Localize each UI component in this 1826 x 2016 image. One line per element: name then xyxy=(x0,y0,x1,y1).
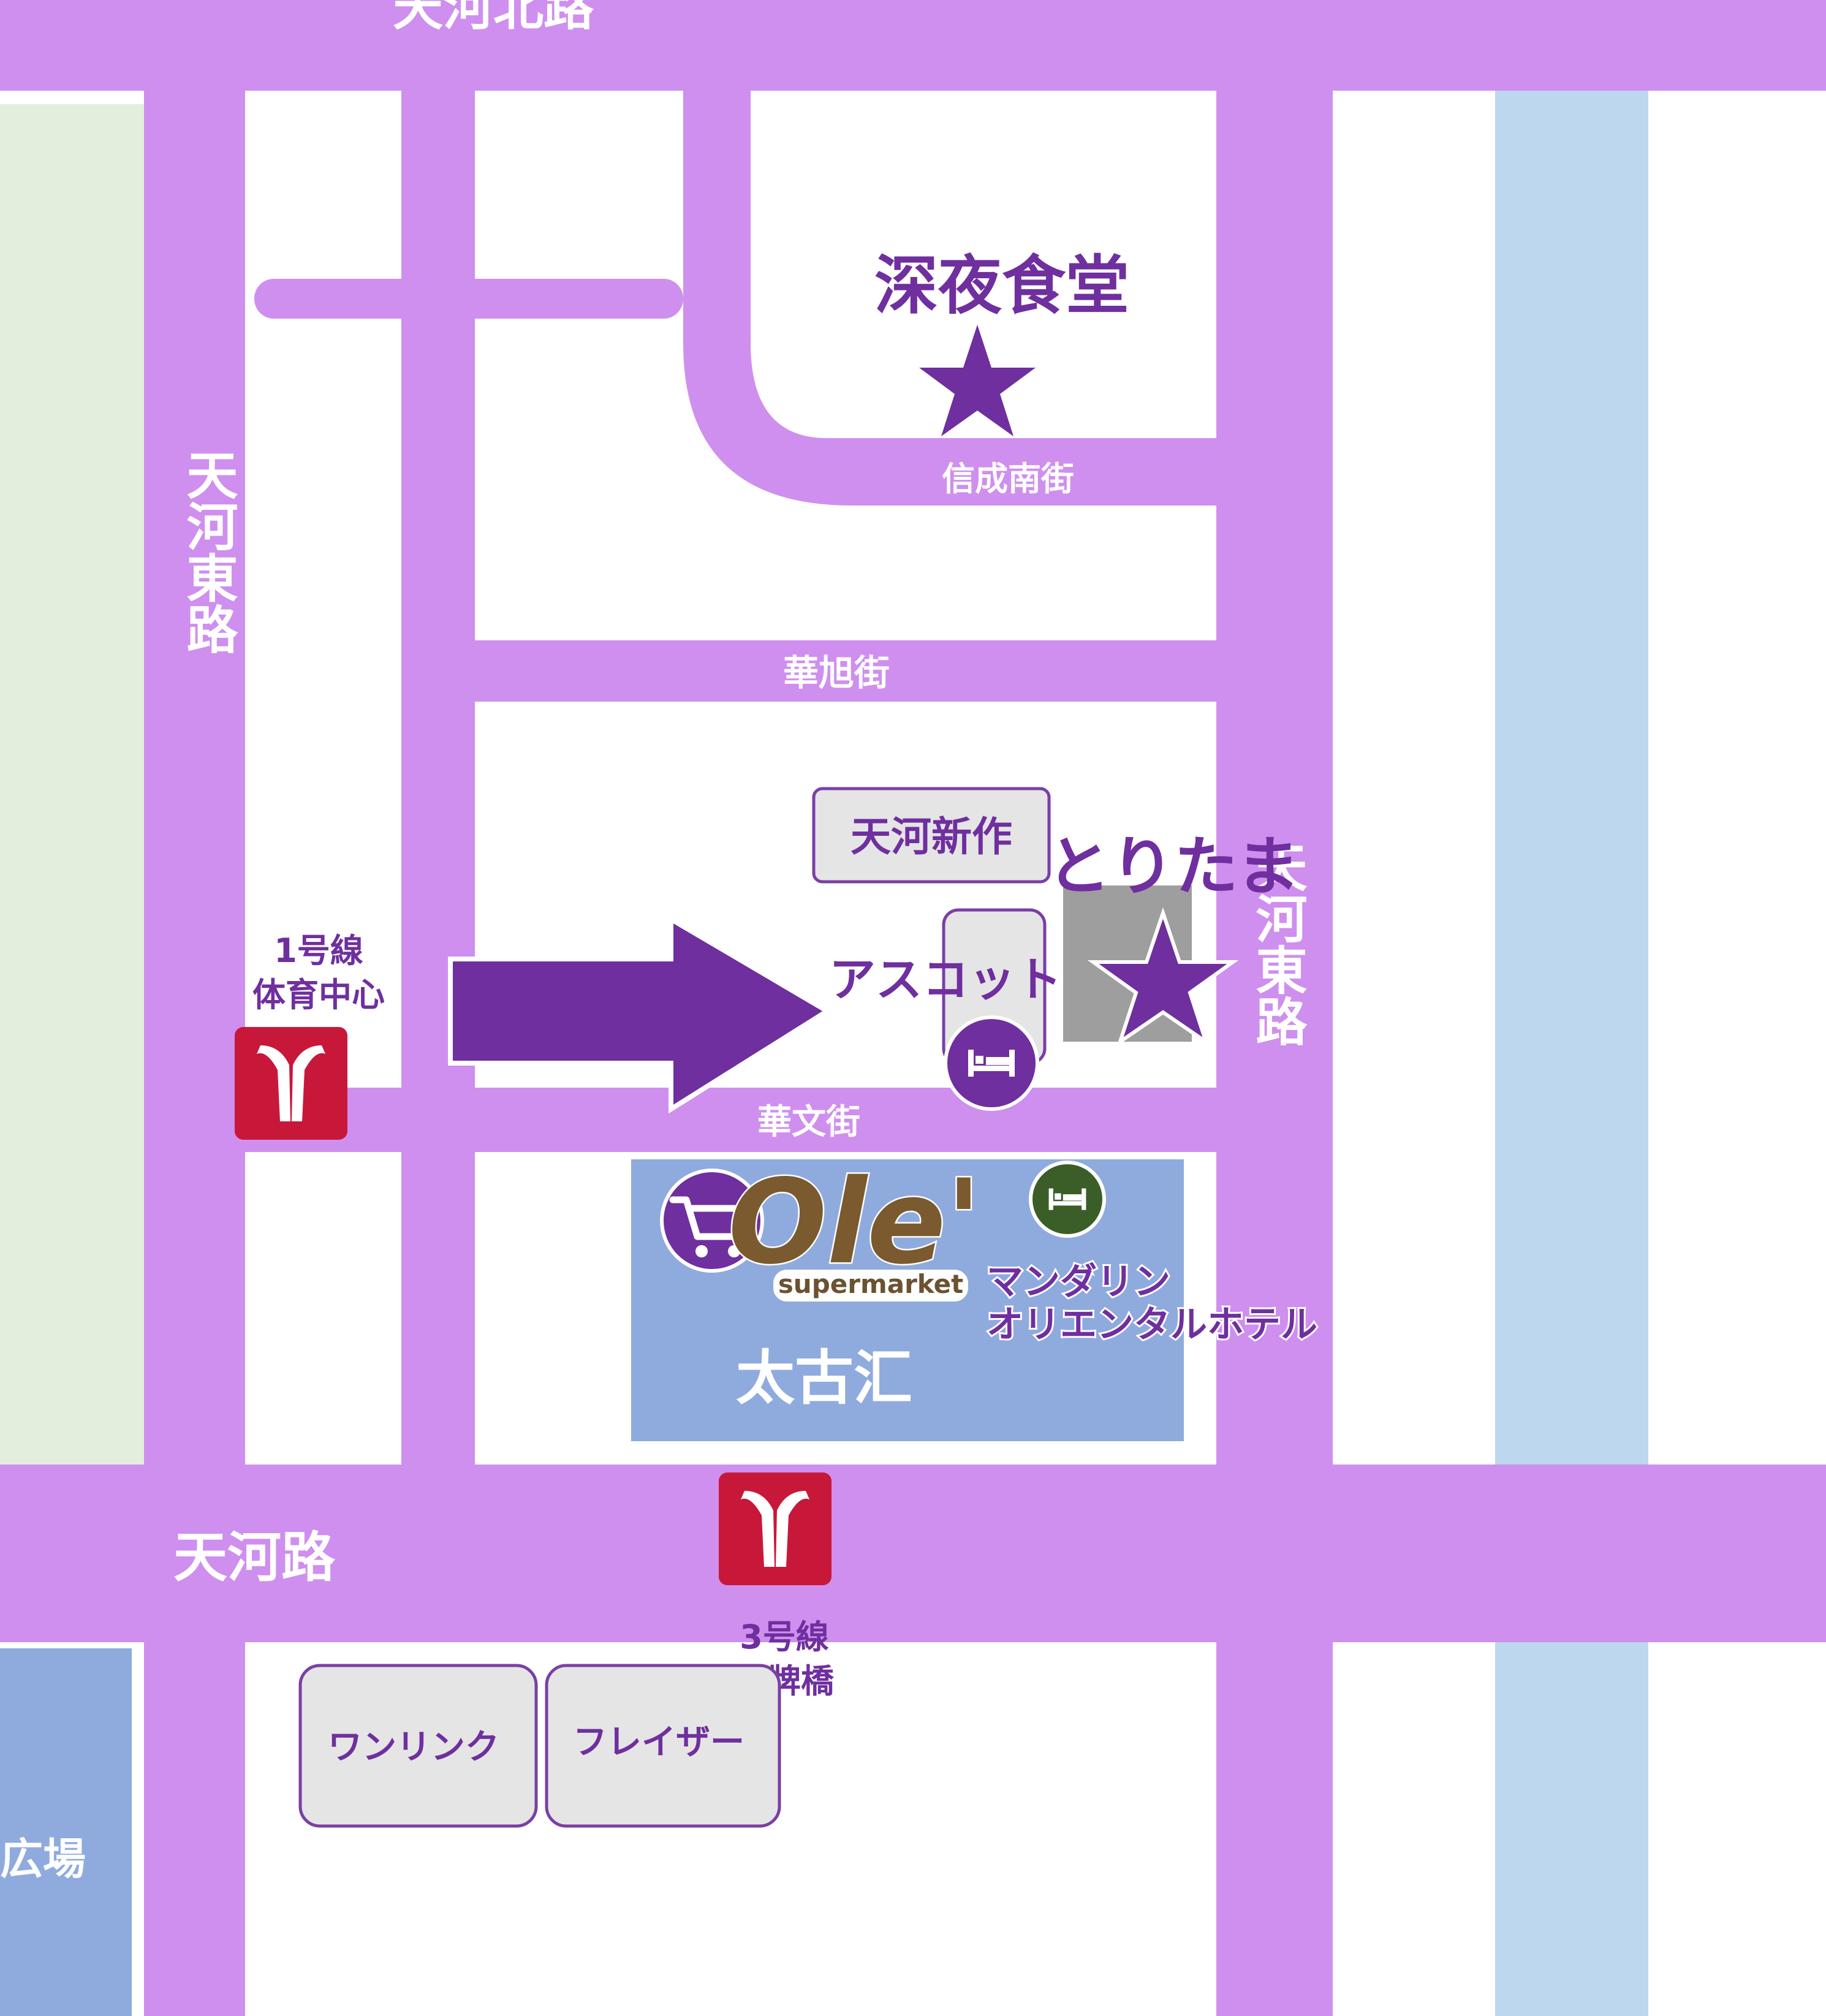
ascot-label: アスコット xyxy=(829,952,1062,1007)
west-road xyxy=(144,86,245,2016)
metro-station-line1[interactable] xyxy=(235,1027,347,1140)
tianhe-road xyxy=(0,1465,1826,1642)
arrow-right-icon xyxy=(448,915,832,1114)
river xyxy=(1495,86,1648,2016)
mandarin-label-line1: マンダリン xyxy=(987,1260,1170,1303)
huawen-road-label: 華文街 xyxy=(757,1102,860,1142)
tianhe-east-road-label-east: 天河東路 xyxy=(1248,841,1308,1047)
star-icon xyxy=(1087,907,1239,1047)
tianhe-xinzuo-building xyxy=(812,787,1051,884)
taikoo-hui-label: 太古汇 xyxy=(736,1344,912,1412)
park-area xyxy=(0,104,144,1465)
frasers-building xyxy=(545,1664,781,1828)
huaxu-road-label: 華旭街 xyxy=(783,652,890,694)
tianhe-east-road-label-west: 天河東路 xyxy=(178,449,238,654)
onelink-label: ワンリンク xyxy=(328,1727,499,1767)
tianhe-xinzuo-label: 天河新作 xyxy=(850,813,1012,860)
line1-number-label: 1号線 xyxy=(274,931,363,970)
star-icon xyxy=(919,325,1036,436)
plaza-label: 広場 xyxy=(0,1834,86,1884)
xincheng-road-label: 信成南街 xyxy=(942,460,1074,498)
huaxu-road xyxy=(475,640,1216,702)
tianhe-road-label: 天河路 xyxy=(173,1526,336,1589)
ole-supermarket-label: supermarket xyxy=(778,1269,963,1299)
mandarin-hotel xyxy=(1029,1161,1106,1238)
north-branch xyxy=(683,86,751,343)
west-spur xyxy=(254,279,683,319)
line1-station-label: 体育中心 xyxy=(252,976,385,1014)
ascot-hotel xyxy=(944,1015,1039,1111)
onelink-building xyxy=(298,1664,538,1828)
metro-station-line3[interactable] xyxy=(719,1472,832,1585)
shopping-cart-icon xyxy=(660,1169,764,1273)
plaza-block xyxy=(0,1648,132,2016)
metro-icon xyxy=(235,1027,347,1140)
huawen-road xyxy=(343,1088,1216,1152)
metro-icon xyxy=(719,1472,832,1585)
mandarin-label-line2: オリエンタルホテル xyxy=(987,1303,1317,1346)
east-road xyxy=(1216,86,1333,2016)
xincheng-road xyxy=(683,343,1219,506)
frasers-label: フレイザー xyxy=(573,1722,744,1762)
line3-number-label: 3号線 xyxy=(740,1618,829,1656)
toritama-label: とりたま xyxy=(1047,829,1300,904)
ole-logo: Ole' xyxy=(728,1154,982,1290)
tianhe-north-road-label: 天河北路 xyxy=(393,0,594,37)
tianhe-north-road xyxy=(0,0,1826,91)
shinya-shokudo-label: 深夜食堂 xyxy=(874,248,1129,323)
